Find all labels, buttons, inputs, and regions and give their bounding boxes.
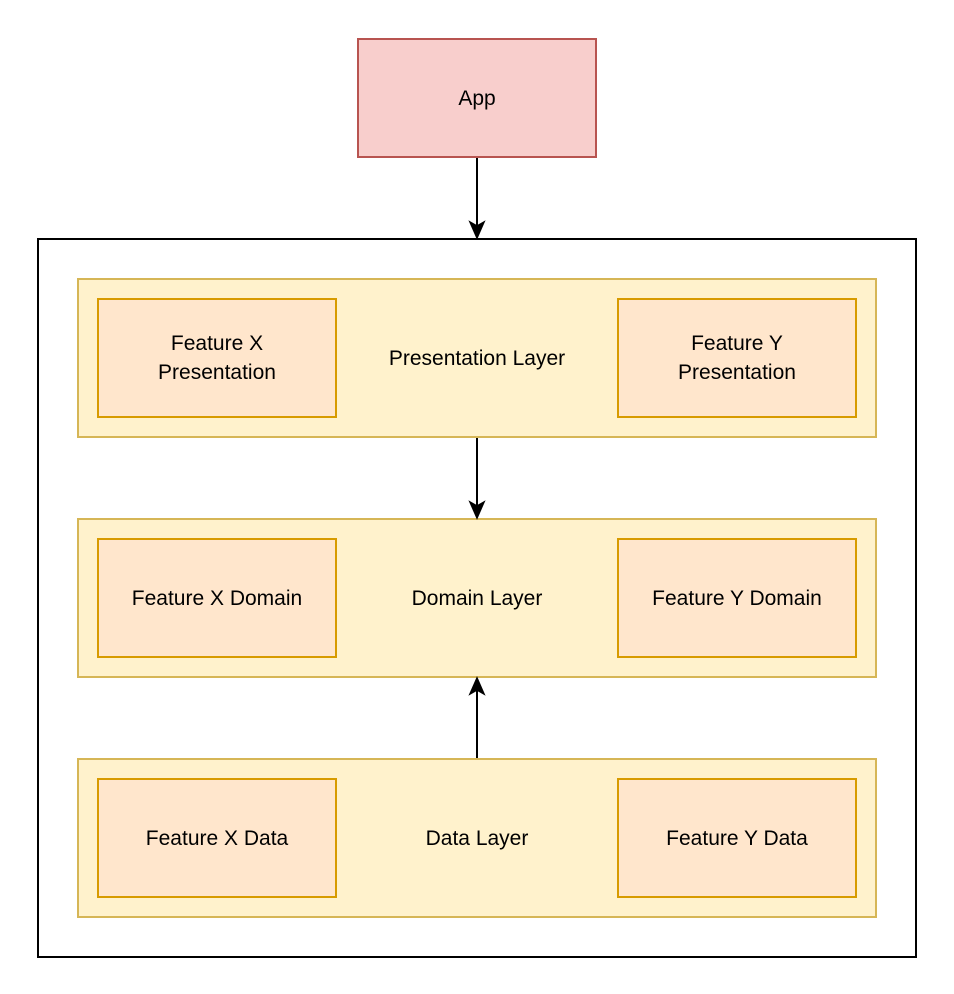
- feature-x-data-node: Feature X Data: [97, 778, 337, 898]
- app-label: App: [458, 86, 496, 110]
- domain-layer-label: Domain Layer: [411, 586, 543, 610]
- feature-x-domain-label: Feature X Domain: [131, 586, 303, 610]
- data-layer-label: Data Layer: [425, 826, 529, 850]
- feature-x-domain-node: Feature X Domain: [97, 538, 337, 658]
- presentation-layer-label: Presentation Layer: [388, 346, 566, 370]
- feature-x-data-label: Feature X Data: [145, 826, 289, 850]
- feature-y-domain-label: Feature Y Domain: [652, 586, 822, 610]
- feature-y-presentation-label: Feature Y Presentation: [678, 332, 796, 384]
- app-node: App: [357, 38, 597, 158]
- feature-y-data-node: Feature Y Data: [617, 778, 857, 898]
- feature-x-presentation-label: Feature X Presentation: [158, 332, 276, 384]
- feature-y-domain-node: Feature Y Domain: [617, 538, 857, 658]
- feature-y-data-label: Feature Y Data: [666, 826, 808, 850]
- arrow-app-to-container: [468, 158, 486, 240]
- feature-x-presentation-node: Feature X Presentation: [97, 298, 337, 418]
- feature-y-presentation-node: Feature Y Presentation: [617, 298, 857, 418]
